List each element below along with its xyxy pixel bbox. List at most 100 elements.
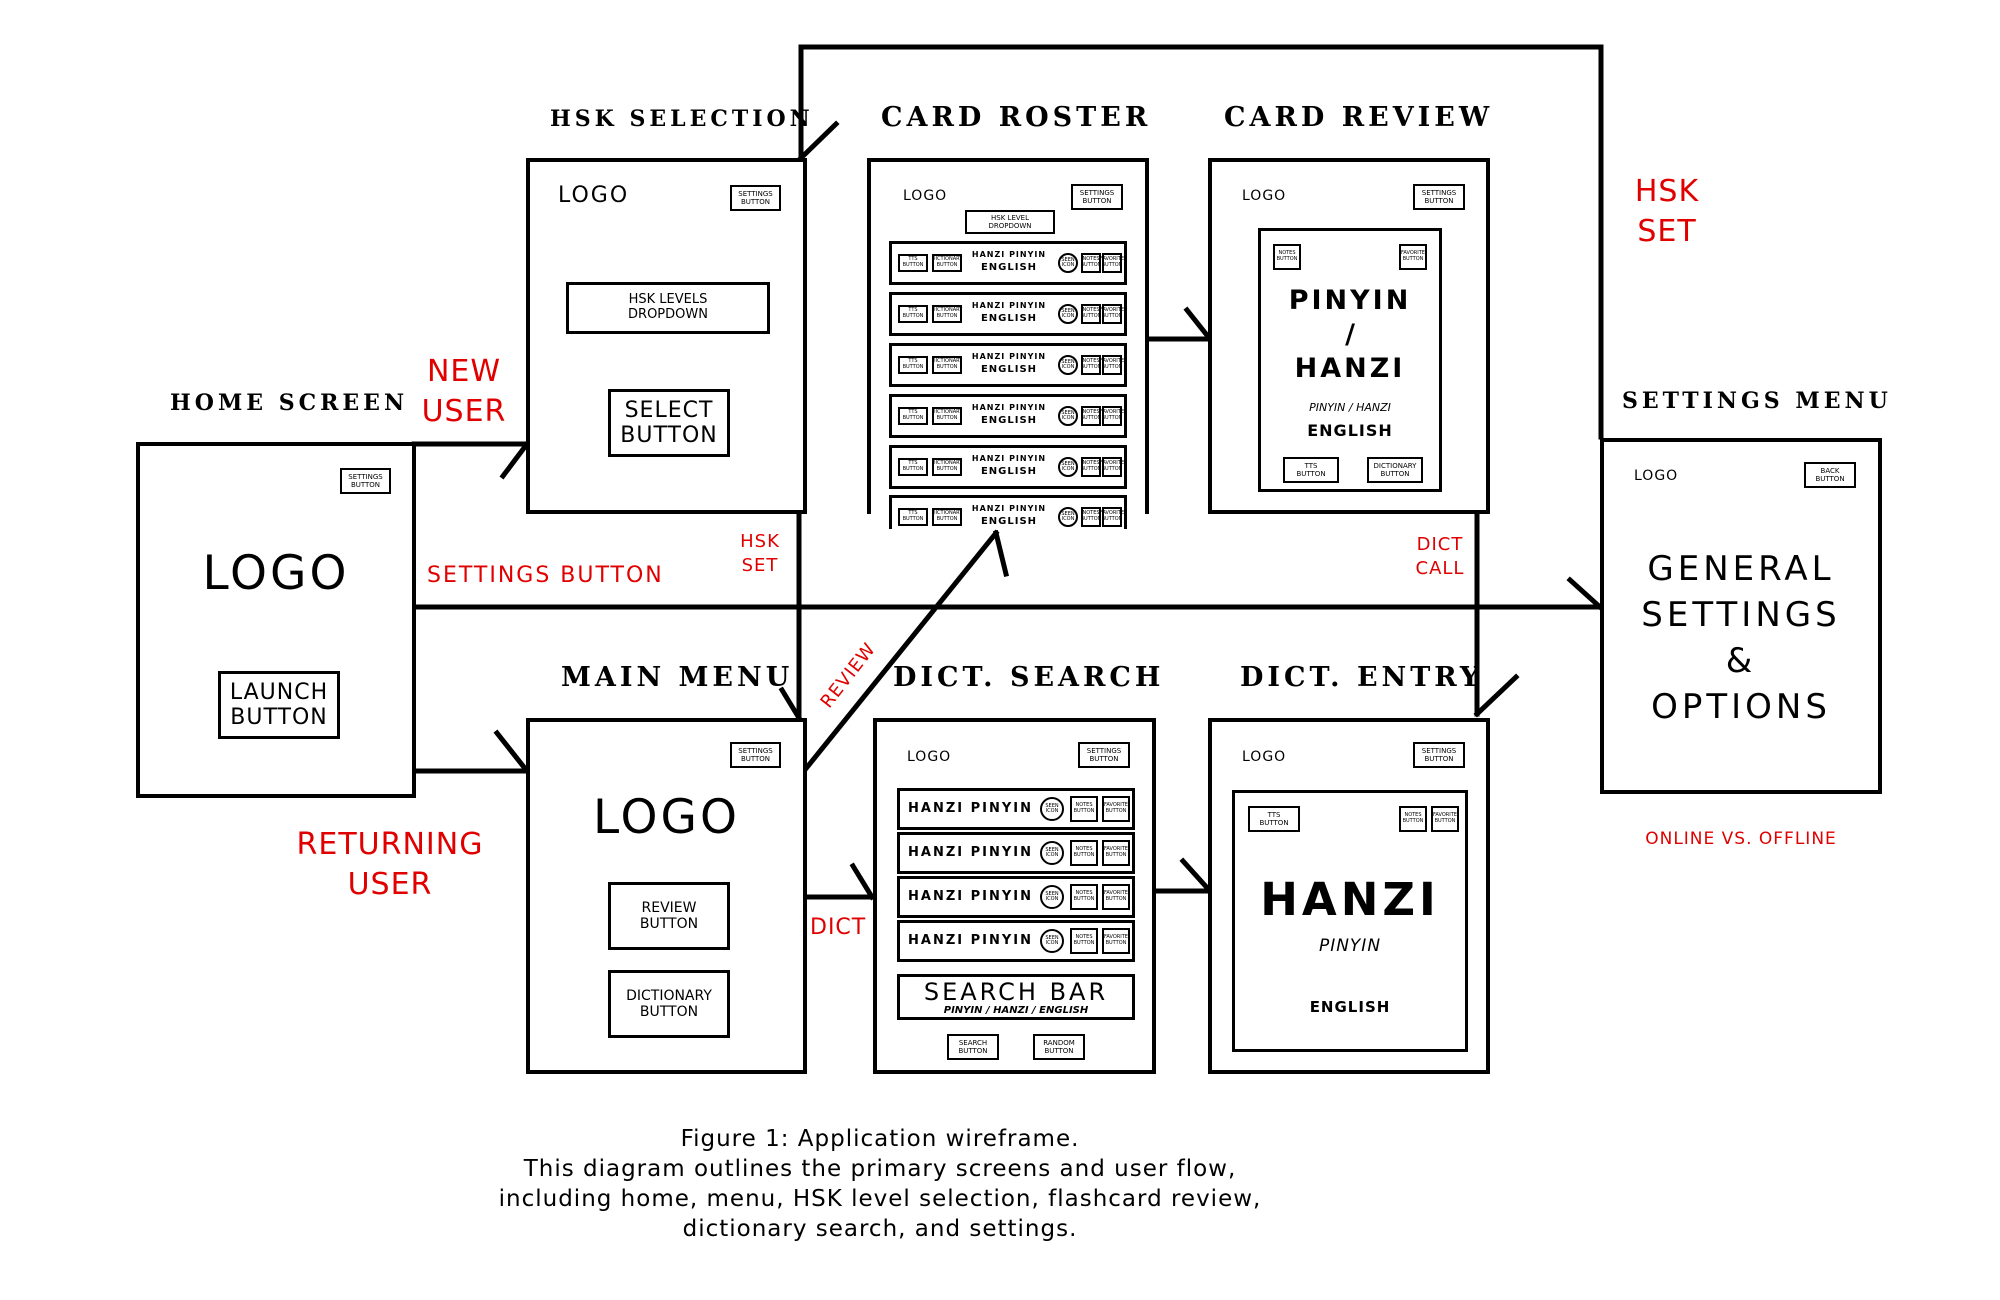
- notes-button[interactable]: NOTES BUTTON: [1081, 406, 1101, 426]
- returning-user-label: RETURNING USER: [296, 827, 484, 902]
- english-text: ENGLISH: [980, 516, 1038, 527]
- dictionary-button[interactable]: DICTIONARY BUTTON: [1367, 457, 1423, 483]
- notes-button[interactable]: NOTES BUTTON: [1273, 244, 1301, 270]
- favorite-button[interactable]: FAVORITE BUTTON: [1399, 244, 1427, 270]
- favorite-button[interactable]: FAVORITE BUTTON: [1100, 304, 1124, 324]
- seen-icon: SEEN ICON: [1058, 406, 1078, 426]
- settings-menu-frame: LOGO BACK BUTTON GENERAL SETTINGS & OPTI…: [1600, 438, 1882, 794]
- settings-button[interactable]: SETTINGS BUTTON: [1071, 184, 1123, 210]
- english-text: ENGLISH: [980, 415, 1038, 426]
- dictionary-button[interactable]: DICTIONARY BUTTON: [932, 508, 962, 526]
- tts-button[interactable]: TTS BUTTON: [898, 356, 928, 374]
- hanzi-pinyin-text: HANZI PINYIN: [971, 504, 1047, 513]
- hsk-level-dropdown[interactable]: HSK LEVEL DROPDOWN: [965, 210, 1055, 234]
- tts-button[interactable]: TTS BUTTON: [898, 508, 928, 526]
- dictionary-button[interactable]: DICTIONARY BUTTON: [932, 305, 962, 323]
- hanzi-pinyin-text: HANZI PINYIN: [908, 845, 1033, 860]
- settings-button[interactable]: SETTINGS BUTTON: [730, 742, 781, 768]
- dictionary-button[interactable]: DICTIONARY BUTTON: [932, 254, 962, 272]
- dictionary-button[interactable]: DICTIONARY BUTTON: [608, 970, 730, 1038]
- tts-button[interactable]: TTS BUTTON: [898, 254, 928, 272]
- tts-button[interactable]: TTS BUTTON: [898, 305, 928, 323]
- card-review-frame: LOGO SETTINGS BUTTON NOTES BUTTON FAVORI…: [1208, 158, 1490, 514]
- notes-button[interactable]: NOTES BUTTON: [1070, 840, 1098, 866]
- card-roster-frame: LOGO SETTINGS BUTTON HSK LEVEL DROPDOWN …: [867, 158, 1149, 529]
- notes-button[interactable]: NOTES BUTTON: [1081, 355, 1101, 375]
- notes-button[interactable]: NOTES BUTTON: [1070, 928, 1098, 954]
- notes-button[interactable]: NOTES BUTTON: [1081, 253, 1101, 273]
- dictionary-button[interactable]: DICTIONARY BUTTON: [932, 356, 962, 374]
- card-roster-title: CARD ROSTER: [881, 102, 1152, 133]
- favorite-button[interactable]: FAVORITE BUTTON: [1100, 253, 1124, 273]
- dictionary-button[interactable]: DICTIONARY BUTTON: [932, 407, 962, 425]
- settings-button[interactable]: SETTINGS BUTTON: [1078, 742, 1130, 768]
- hsk-set-small-label: HSK SET: [740, 531, 780, 576]
- tts-button[interactable]: TTS BUTTON: [1248, 806, 1300, 832]
- figure-caption: Figure 1: Application wireframe. This di…: [498, 1126, 1262, 1242]
- back-button[interactable]: BACK BUTTON: [1804, 462, 1856, 488]
- tts-button[interactable]: TTS BUTTON: [1283, 457, 1339, 483]
- review-button[interactable]: REVIEW BUTTON: [608, 882, 730, 950]
- favorite-button[interactable]: FAVORITE BUTTON: [1102, 796, 1130, 822]
- hanzi-pinyin-text: HANZI PINYIN: [971, 403, 1047, 412]
- main-menu-frame: SETTINGS BUTTON LOGO REVIEW BUTTON DICTI…: [526, 718, 807, 1074]
- favorite-button[interactable]: FAVORITE BUTTON: [1100, 406, 1124, 426]
- hanzi-heading: HANZI: [1260, 873, 1440, 926]
- search-bar[interactable]: SEARCH BAR PINYIN / HANZI / ENGLISH: [897, 974, 1135, 1020]
- hanzi-pinyin-text: HANZI PINYIN: [971, 250, 1047, 259]
- english-text: ENGLISH: [980, 313, 1038, 324]
- settings-button[interactable]: SETTINGS BUTTON: [1413, 742, 1465, 768]
- settings-button[interactable]: SETTINGS BUTTON: [1413, 184, 1465, 210]
- notes-button[interactable]: NOTES BUTTON: [1070, 884, 1098, 910]
- dict-search-title: DICT. SEARCH: [893, 662, 1165, 693]
- home-screen-title: HOME SCREEN: [170, 390, 409, 416]
- settings-button-label: SETTINGS BUTTON: [427, 563, 664, 588]
- favorite-button[interactable]: FAVORITE BUTTON: [1100, 355, 1124, 375]
- tts-button[interactable]: TTS BUTTON: [898, 407, 928, 425]
- general-settings-text: GENERAL SETTINGS & OPTIONS: [1641, 549, 1841, 727]
- search-button[interactable]: SEARCH BUTTON: [947, 1034, 999, 1060]
- review-line: [800, 529, 1000, 775]
- notes-button[interactable]: NOTES BUTTON: [1081, 304, 1101, 324]
- favorite-button[interactable]: FAVORITE BUTTON: [1100, 457, 1124, 477]
- notes-button[interactable]: NOTES BUTTON: [1081, 457, 1101, 477]
- settings-button[interactable]: SETTINGS BUTTON: [340, 468, 391, 494]
- slash-heading: /: [1345, 319, 1355, 350]
- hsk-levels-dropdown[interactable]: HSK LEVELS DROPDOWN: [566, 282, 770, 334]
- hsk-set-large-label: HSK SET: [1634, 174, 1700, 249]
- favorite-button[interactable]: FAVORITE BUTTON: [1102, 840, 1130, 866]
- hanzi-pinyin-text: HANZI PINYIN: [971, 301, 1047, 310]
- notes-button[interactable]: NOTES BUTTON: [1070, 796, 1098, 822]
- card-review-title: CARD REVIEW: [1224, 102, 1494, 133]
- dict-entry-title: DICT. ENTRY: [1240, 662, 1484, 693]
- english-text: ENGLISH: [980, 466, 1038, 477]
- favorite-button[interactable]: FAVORITE BUTTON: [1102, 928, 1130, 954]
- hanzi-pinyin-text: HANZI PINYIN: [908, 933, 1033, 948]
- select-button[interactable]: SELECT BUTTON: [608, 389, 730, 457]
- notes-button[interactable]: NOTES BUTTON: [1081, 507, 1101, 527]
- dictionary-button[interactable]: DICTIONARY BUTTON: [932, 458, 962, 476]
- favorite-button[interactable]: FAVORITE BUTTON: [1102, 884, 1130, 910]
- settings-button[interactable]: SETTINGS BUTTON: [730, 185, 781, 211]
- favorite-button[interactable]: FAVORITE BUTTON: [1431, 806, 1459, 832]
- hsk-selection-frame: LOGO SETTINGS BUTTON HSK LEVELS DROPDOWN…: [526, 158, 807, 514]
- tts-button[interactable]: TTS BUTTON: [898, 458, 928, 476]
- favorite-button[interactable]: FAVORITE BUTTON: [1100, 507, 1124, 527]
- notes-button[interactable]: NOTES BUTTON: [1399, 806, 1427, 832]
- launch-button[interactable]: LAUNCH BUTTON: [218, 671, 340, 739]
- seen-icon: SEEN ICON: [1058, 507, 1078, 527]
- random-button[interactable]: RANDOM BUTTON: [1033, 1034, 1085, 1060]
- logo: LOGO: [1242, 188, 1287, 204]
- seen-icon: SEEN ICON: [1040, 797, 1064, 821]
